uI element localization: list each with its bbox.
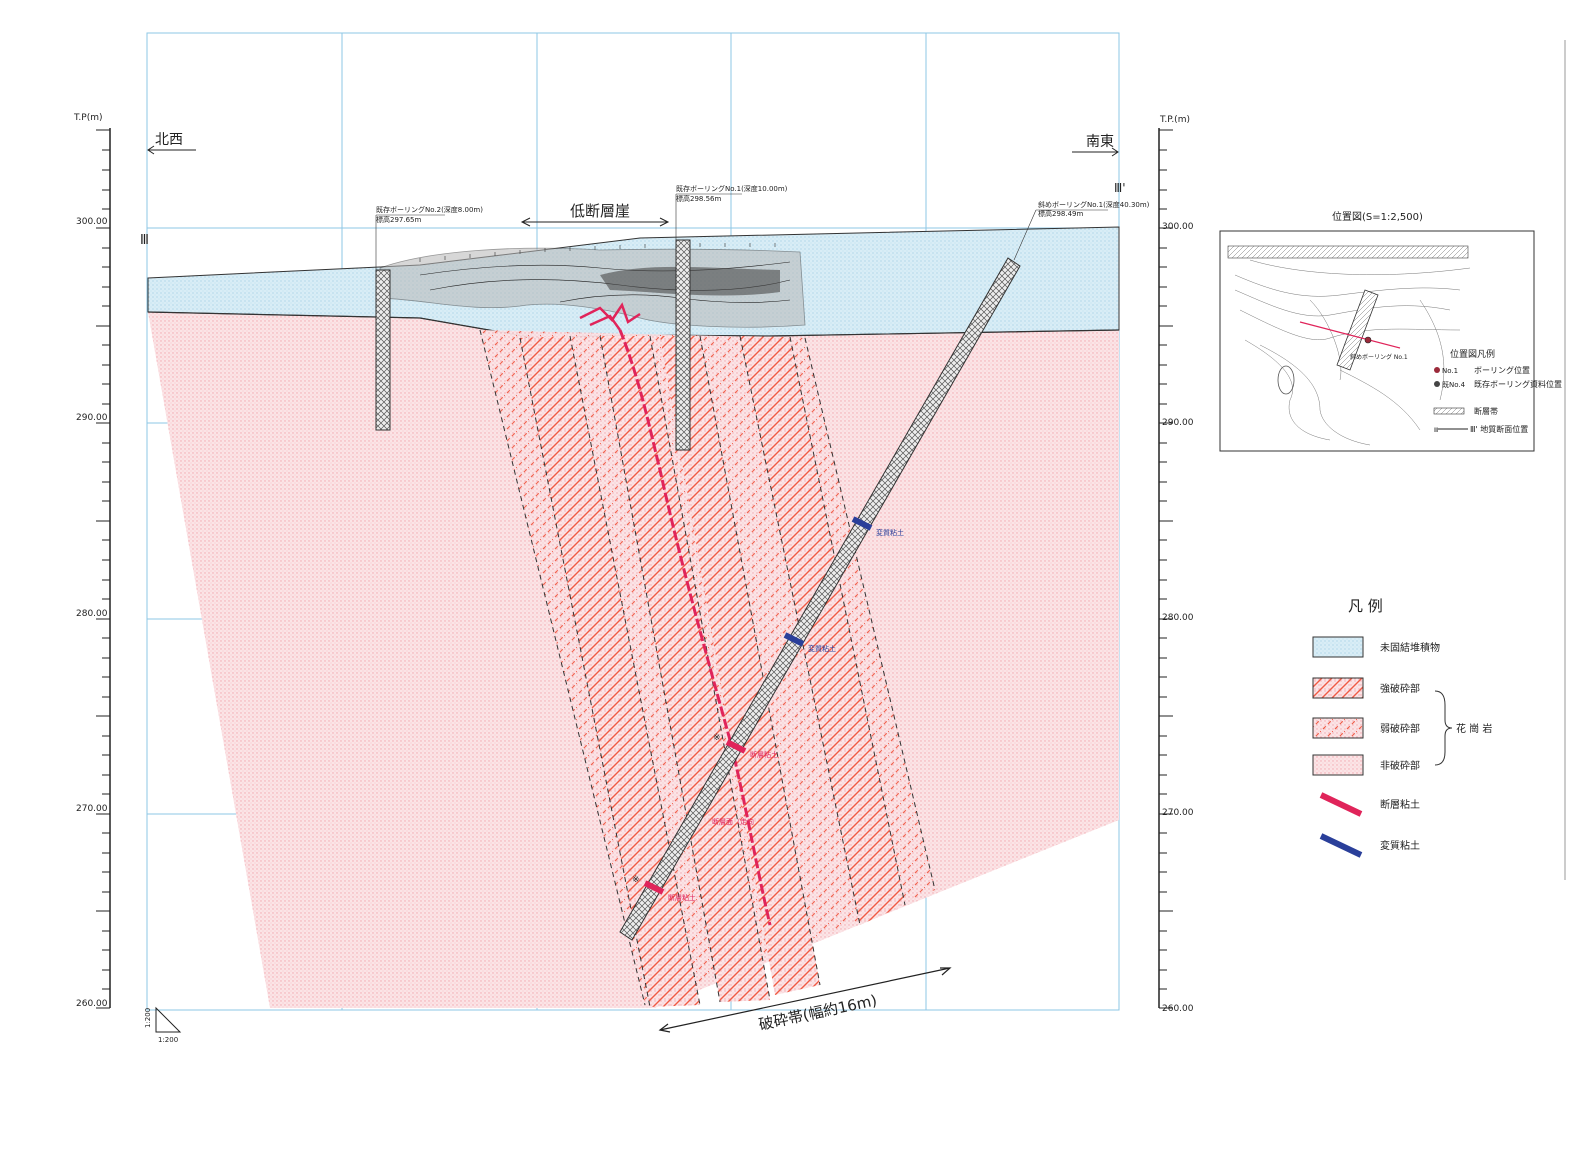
legend-label-alter-clay: 変質粘土: [1380, 839, 1420, 852]
fault-line: [579, 302, 772, 926]
borehole-no2-label: 既存ボーリングNo.2(深度8.00m) 標高297.65m: [375, 205, 483, 270]
location-map-legend-label-1: ボーリング位置: [1474, 365, 1530, 375]
right-tick-label-270: 270.00: [1162, 808, 1194, 818]
direction-northwest: 北西: [147, 132, 196, 155]
location-map-title: 位置図(S=1:2,500): [1332, 210, 1423, 223]
altered-clay-mark-1: [851, 516, 873, 531]
legend-swatch-strong: [1312, 677, 1364, 699]
scale-label-vertical: 1:200: [144, 1008, 152, 1028]
tick-label-260: 260.00: [76, 999, 108, 1009]
inclined-borehole: [619, 257, 1021, 941]
location-map-legend-symbol-1: No.1: [1442, 367, 1458, 375]
location-map-marker-label: 斜めボーリング No.1: [1350, 353, 1408, 361]
location-map: 位置図(S=1:2,500) 斜めボーリング No.1 位置図凡例 No.1 ボ…: [1219, 210, 1562, 452]
scale-indicator: 1:200 1:200: [144, 1006, 182, 1044]
asterisk-mark-1: ※: [713, 733, 721, 743]
legend-rock-bracket: [1434, 690, 1453, 766]
right-axis-title: T.P.(m): [1159, 115, 1190, 125]
right-elevation-axis: T.P.(m) 300.00 290.00 280.00 270.00 260.…: [1158, 115, 1194, 1014]
fault-clay-mark-2: [643, 880, 665, 895]
legend-title: 凡 例: [1348, 597, 1383, 615]
tick-label-300: 300.00: [76, 217, 108, 227]
svg-text:標高298.56m: 標高298.56m: [676, 194, 721, 203]
location-map-legend-symbol-4: Ⅲ: [1434, 427, 1438, 434]
svg-text:標高298.49m: 標高298.49m: [1038, 209, 1083, 218]
svg-text:破砕帯(幅約16m): 破砕帯(幅約16m): [757, 991, 879, 1034]
legend-swatch-alter-clay: [1319, 833, 1363, 858]
fault-clay-mark-1: [725, 739, 747, 754]
fracture-zone: [479, 329, 936, 1008]
legend-label-fault-clay: 断層粘土: [1380, 798, 1420, 811]
svg-text:既存ボーリングNo.2(深度8.00m): 既存ボーリングNo.2(深度8.00m): [376, 205, 483, 214]
right-tick-label-300: 300.00: [1162, 222, 1194, 232]
legend-label-sediment: 未固結堆積物: [1380, 641, 1440, 654]
scale-label-horizontal: 1:200: [158, 1036, 178, 1044]
legend-swatch-non: [1312, 754, 1364, 776]
left-axis-title: T.P(m): [73, 113, 103, 123]
tick-label-280: 280.00: [76, 609, 108, 619]
legend-swatch-fault-clay: [1319, 792, 1363, 817]
location-map-legend-label-3: 断層帯: [1474, 406, 1498, 416]
fault-scarp-label: 低断層崖: [520, 202, 670, 227]
location-map-legend-label-2: 既存ボーリング資料位置: [1474, 379, 1562, 389]
location-map-legend-label-4: Ⅲ' 地質断面位置: [1470, 424, 1528, 434]
asterisk-mark-2: ※: [632, 875, 640, 885]
altered-clay-label-1: 変質粘土: [876, 528, 904, 537]
svg-text:標高297.65m: 標高297.65m: [376, 215, 421, 224]
location-map-legend: 位置図凡例 No.1 ボーリング位置 既No.4 既存ボーリング資料位置 断層帯…: [1433, 348, 1562, 434]
legend-swatch-weak: [1312, 717, 1364, 739]
tick-label-290: 290.00: [76, 413, 108, 423]
direction-southeast: 南東: [1072, 134, 1119, 157]
borehole-no1: [675, 239, 691, 451]
borehole-no2: [375, 269, 391, 431]
location-map-legend-title: 位置図凡例: [1450, 348, 1495, 360]
svg-text:北西: 北西: [155, 132, 183, 148]
svg-text:南東: 南東: [1086, 134, 1114, 150]
fault-plane-note: 断層面（走向: [712, 817, 754, 826]
legend: 凡 例 未固結堆積物 強破砕部 弱破砕部 非破砕部 花 崗 岩 断層粘土 変質粘…: [1312, 597, 1492, 858]
svg-text:低断層崖: 低断層崖: [570, 202, 630, 220]
right-tick-label-290: 290.00: [1162, 418, 1194, 428]
section-mark-left: Ⅲ: [140, 233, 149, 248]
inclined-borehole-label: 斜めボーリングNo.1(深度40.30m) 標高298.49m: [1013, 200, 1150, 261]
right-tick-label-260: 260.00: [1162, 1004, 1194, 1014]
legend-label-weak: 弱破砕部: [1380, 722, 1420, 735]
section-mark-right: Ⅲ': [1114, 181, 1126, 195]
altered-clay-label-2: 変質粘土: [808, 644, 836, 653]
legend-label-non: 非破砕部: [1380, 759, 1420, 772]
location-map-legend-symbol-2: 既No.4: [1442, 381, 1466, 389]
altered-clay-mark-2: [783, 632, 805, 647]
right-tick-label-280: 280.00: [1162, 613, 1194, 623]
tick-label-270: 270.00: [76, 804, 108, 814]
legend-rock-group: 花 崗 岩: [1456, 722, 1492, 735]
fault-clay-label-2: 断層粘土: [668, 893, 696, 902]
svg-text:既存ボーリングNo.1(深度10.00m): 既存ボーリングNo.1(深度10.00m): [676, 184, 788, 193]
borehole-no1-label: 既存ボーリングNo.1(深度10.00m) 標高298.56m: [675, 184, 788, 240]
legend-label-strong: 強破砕部: [1380, 682, 1420, 695]
svg-text:斜めボーリングNo.1(深度40.30m): 斜めボーリングNo.1(深度40.30m): [1038, 200, 1150, 209]
left-elevation-axis: T.P(m) 300.00 290.00 280.00 270.00 260.0…: [73, 113, 111, 1009]
legend-swatch-sediment: [1312, 636, 1364, 658]
fault-clay-label-1: 断層粘土: [750, 750, 778, 759]
